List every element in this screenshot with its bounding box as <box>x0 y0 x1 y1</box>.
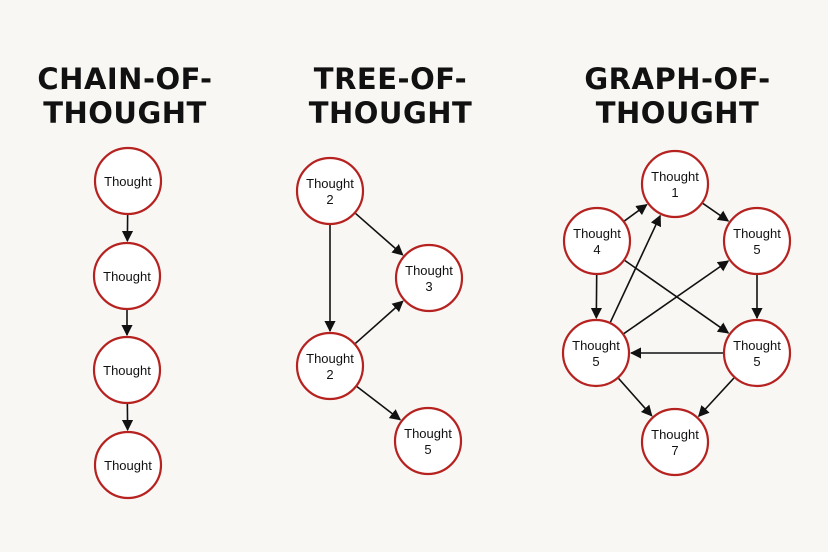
node-label: Thought <box>733 338 781 353</box>
node-label: 5 <box>424 442 431 457</box>
node-label: Thought <box>404 426 452 441</box>
arrow-edge <box>354 300 404 345</box>
node-label: Thought <box>103 363 151 378</box>
node-label: Thought <box>733 226 781 241</box>
title-line: CHAIN-OF- <box>37 62 213 96</box>
thought-node: Thought <box>92 335 162 405</box>
node-label: 2 <box>326 192 333 207</box>
node-label: Thought <box>104 174 152 189</box>
node-label: Thought <box>103 269 151 284</box>
chain-of-thought-title: CHAIN-OF- THOUGHT <box>20 62 230 130</box>
node-label: Thought <box>306 351 354 366</box>
node-label: Thought <box>572 338 620 353</box>
graph-diagram: Thought1Thought4Thought5Thought5Thought5… <box>561 149 792 477</box>
arrow-edge <box>697 377 735 418</box>
title-line: THOUGHT <box>308 96 473 130</box>
node-label: 3 <box>425 279 432 294</box>
node-label: Thought <box>573 226 621 241</box>
node-label: Thought <box>405 263 453 278</box>
title-line: THOUGHT <box>595 96 760 130</box>
node-label: Thought <box>104 458 152 473</box>
title-line: TREE-OF- <box>313 62 468 96</box>
tree-of-thought-title: TREE-OF- THOUGHT <box>283 62 498 130</box>
arrow-edge <box>702 202 730 222</box>
node-label: 5 <box>592 354 599 369</box>
node-label: Thought <box>306 176 354 191</box>
arrow-edge <box>617 377 653 417</box>
node-label: Thought <box>651 427 699 442</box>
node-label: 7 <box>671 443 678 458</box>
node-label: 5 <box>753 242 760 257</box>
arrow-edge <box>609 214 661 323</box>
thought-node: Thought <box>92 241 162 311</box>
arrow-edge <box>355 212 404 256</box>
node-label: 4 <box>593 242 600 257</box>
arrow-edge <box>623 260 730 335</box>
title-line: THOUGHT <box>43 96 207 130</box>
graph-of-thought-title: GRAPH-OF- THOUGHT <box>565 62 790 130</box>
title-line: GRAPH-OF- <box>584 62 771 96</box>
arrow-edge <box>356 386 402 421</box>
thought-node: Thought <box>93 430 163 500</box>
node-label: 5 <box>753 354 760 369</box>
node-label: 2 <box>326 367 333 382</box>
node-label: 1 <box>671 185 678 200</box>
arrow-edge <box>623 203 648 222</box>
thought-node: Thought <box>93 146 163 216</box>
node-label: Thought <box>651 169 699 184</box>
